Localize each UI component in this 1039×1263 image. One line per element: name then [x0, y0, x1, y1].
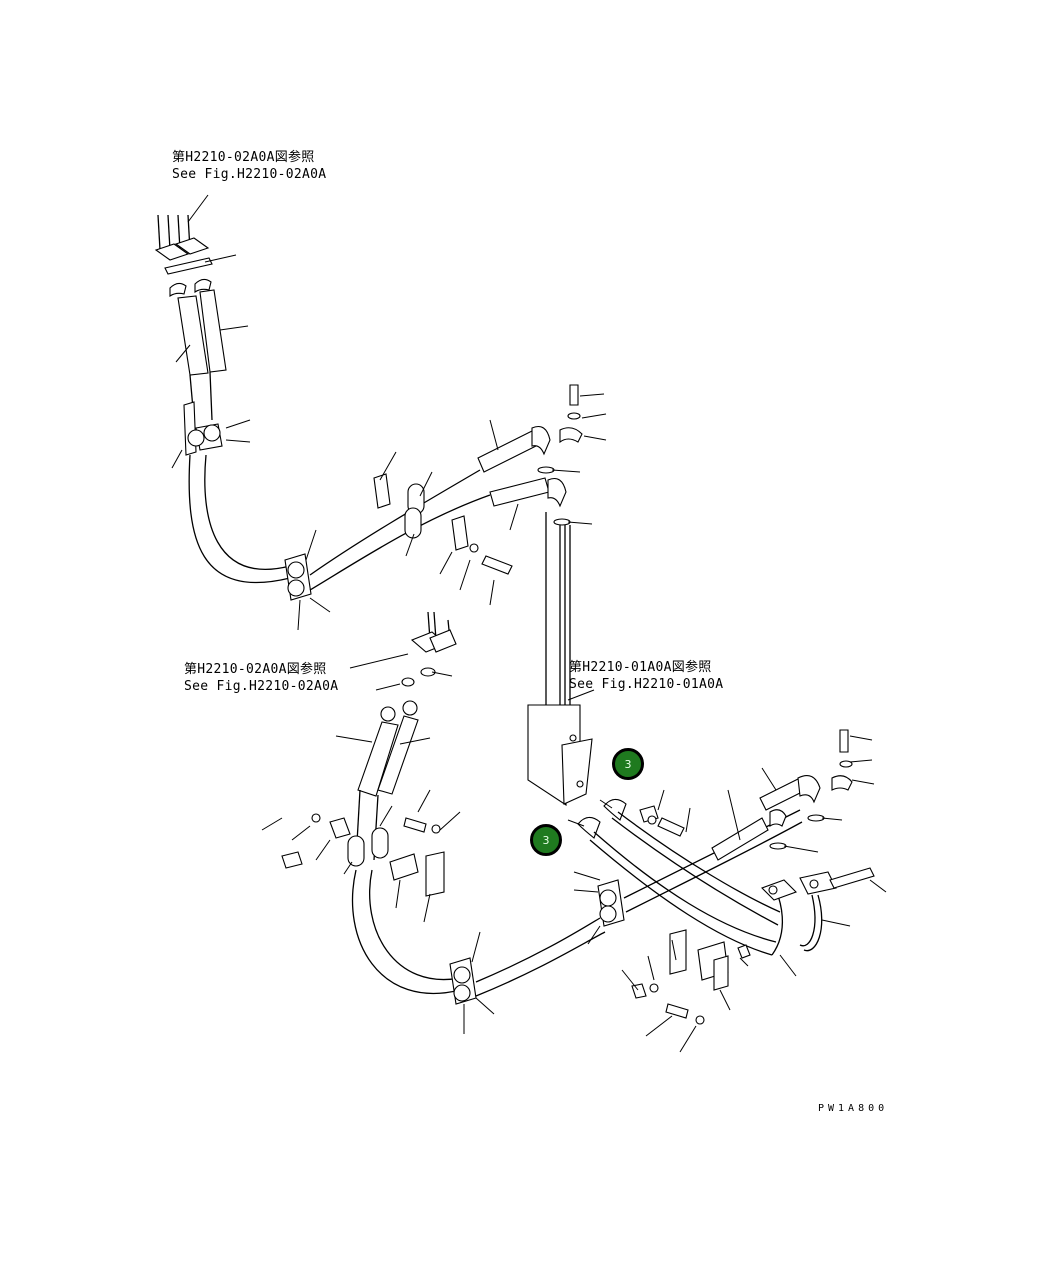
callout-marker-3[interactable]: 3 [530, 824, 562, 856]
reference-note-jp: 第H2210-02A0A図参照 [184, 662, 327, 677]
drawing-code: PW1A800 [818, 1103, 889, 1114]
reference-note-en: See Fig.H2210-02A0A [172, 167, 327, 182]
reference-note-jp: 第H2210-02A0A図参照 [172, 150, 315, 165]
reference-note-right: 第H2210-01A0A図参照 See Fig.H2210-01A0A [569, 659, 723, 693]
reference-note-jp: 第H2210-01A0A図参照 [569, 660, 712, 675]
callout-marker-3[interactable]: 3 [612, 748, 644, 780]
reference-note-middle-left: 第H2210-02A0A図参照 See Fig.H2210-02A0A [184, 661, 338, 695]
upper-left-hose-assembly [154, 214, 583, 705]
reference-note-top-left: 第H2210-02A0A図参照 See Fig.H2210-02A0A [172, 149, 326, 183]
reference-note-en: See Fig.H2210-02A0A [184, 679, 339, 694]
reference-note-en: See Fig.H2210-01A0A [569, 677, 724, 692]
leader-lines [171, 194, 887, 1053]
lower-left-hose-assembly [281, 611, 625, 1005]
valve-block [527, 704, 593, 807]
